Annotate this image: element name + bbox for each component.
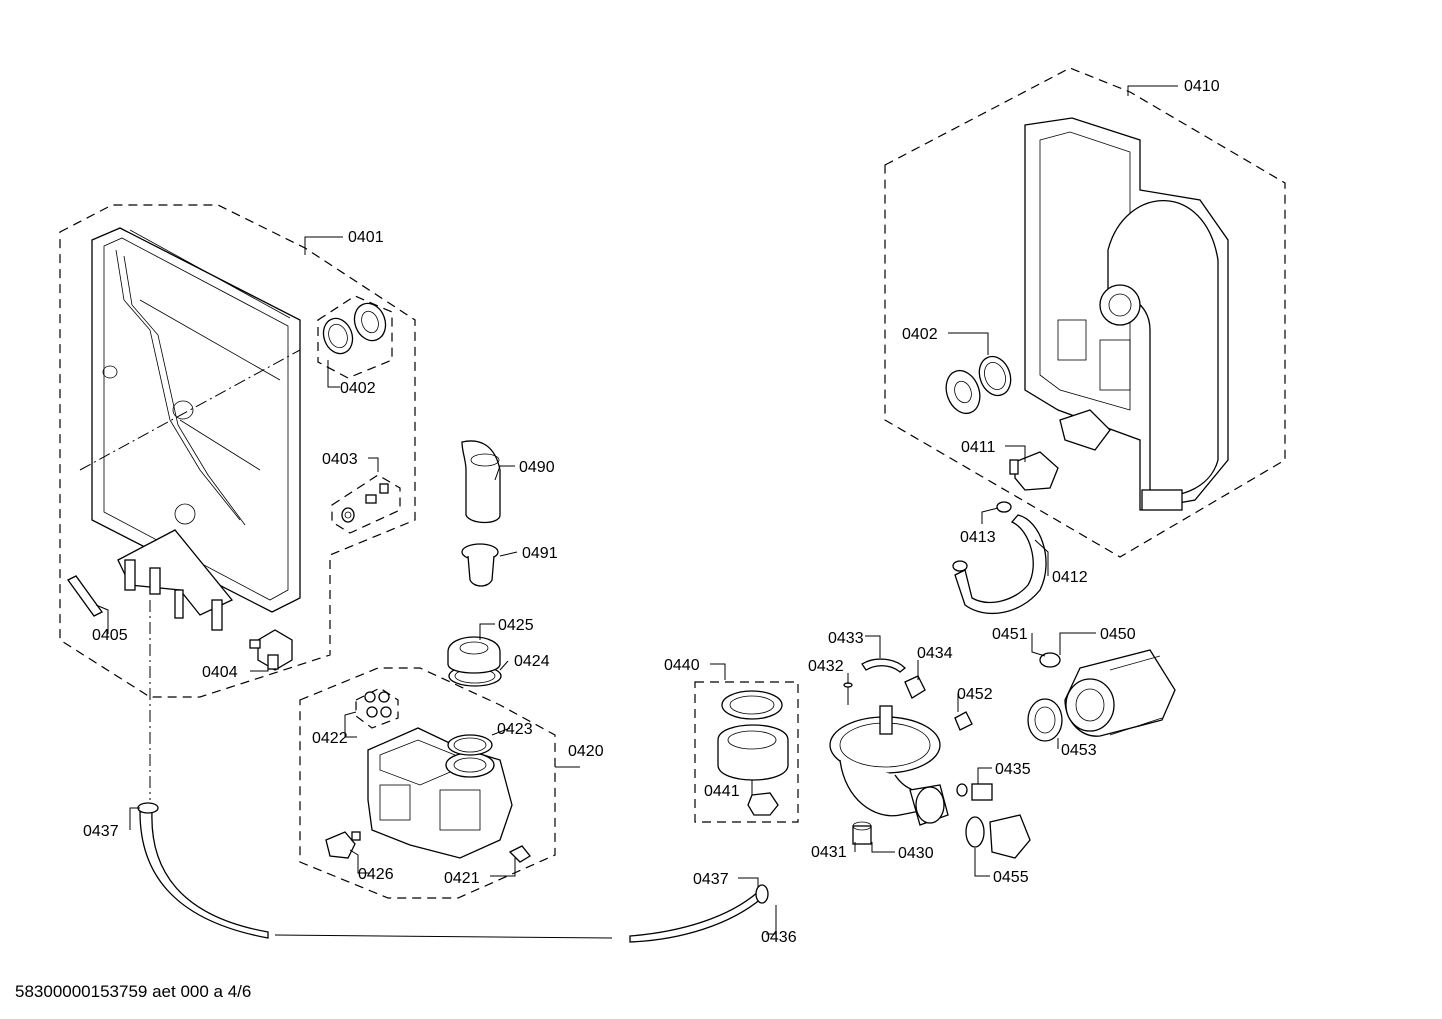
label-0434: 0434 <box>917 645 953 662</box>
label-0453: 0453 <box>1061 742 1097 759</box>
part-0421-clip <box>508 845 531 863</box>
part-0403-fittings <box>331 474 401 534</box>
label-0433: 0433 <box>828 630 864 647</box>
part-0402-rings-right <box>945 355 1012 415</box>
label-0424: 0424 <box>514 653 550 670</box>
label-0402-left: 0402 <box>340 380 376 397</box>
group-0440 <box>694 681 799 823</box>
label-0451: 0451 <box>992 626 1028 643</box>
label-0420: 0420 <box>568 743 604 760</box>
part-0435-fitting <box>956 783 993 801</box>
label-0411: 0411 <box>961 439 996 456</box>
label-0401: 0401 <box>348 229 384 246</box>
part-0433-clip <box>861 658 906 673</box>
part-0413-clips <box>952 501 1012 572</box>
part-0453-seal <box>1027 698 1063 742</box>
group-0410 <box>884 67 1286 615</box>
part-0451-clamp <box>1039 652 1061 668</box>
label-0410: 0410 <box>1184 78 1220 95</box>
part-0431-nozzle <box>852 821 872 845</box>
part-0423-ring <box>447 734 493 756</box>
part-0440-filter <box>717 690 789 781</box>
part-0426-valve <box>325 831 361 859</box>
label-0441: 0441 <box>704 783 740 800</box>
label-0403: 0403 <box>322 451 358 468</box>
part-0405-clip <box>67 575 103 617</box>
part-0424-0425-lid <box>447 636 502 687</box>
part-0490-funnel <box>461 440 501 524</box>
label-0425: 0425 <box>498 617 534 634</box>
part-0452-clip <box>954 711 973 731</box>
part-0450-heat-pump <box>1064 649 1176 737</box>
label-0435: 0435 <box>995 761 1031 778</box>
label-0491: 0491 <box>522 545 558 562</box>
part-0402-rings-left <box>317 295 393 379</box>
label-0440: 0440 <box>664 657 700 674</box>
label-0437-right: 0437 <box>693 871 729 888</box>
label-0490: 0490 <box>519 459 555 476</box>
part-0491-cap <box>461 543 499 587</box>
label-0455: 0455 <box>993 869 1029 886</box>
label-0430: 0430 <box>898 845 934 862</box>
part-0404-valve <box>249 629 293 671</box>
part-0422-seals <box>355 687 399 729</box>
label-0422: 0422 <box>312 730 348 747</box>
label-0412: 0412 <box>1052 569 1088 586</box>
label-0452: 0452 <box>957 686 993 703</box>
part-0401-tank <box>79 227 301 631</box>
part-0432-screw <box>843 682 853 705</box>
part-0434-clip <box>904 675 926 699</box>
label-0404: 0404 <box>202 664 238 681</box>
label-0413: 0413 <box>960 529 996 546</box>
part-0412-hose <box>954 514 1047 615</box>
label-0437-left: 0437 <box>83 823 119 840</box>
part-labels: 0401 0402 0403 0404 0405 0410 0402 0411 … <box>83 78 1220 946</box>
part-0430-pump-pot <box>829 705 949 826</box>
label-0421: 0421 <box>444 870 480 887</box>
group-0401 <box>59 204 416 800</box>
label-0402-right: 0402 <box>902 326 938 343</box>
label-0436: 0436 <box>761 929 797 946</box>
label-0432: 0432 <box>808 658 844 675</box>
part-0411-sensor <box>1009 451 1059 491</box>
part-0441-fitting <box>747 792 779 816</box>
document-id-footer: 58300000153759 aet 000 a 4/6 <box>15 982 252 1001</box>
part-0455-sensor <box>965 814 1031 859</box>
part-0410-housing <box>1024 117 1229 511</box>
leader-lines <box>95 85 1178 935</box>
part-0420-softener <box>367 727 513 859</box>
label-0431: 0431 <box>811 844 847 861</box>
label-0426: 0426 <box>358 866 394 883</box>
label-0450: 0450 <box>1100 626 1136 643</box>
label-0423: 0423 <box>497 721 533 738</box>
label-0405: 0405 <box>92 627 128 644</box>
group-0420 <box>299 667 556 899</box>
